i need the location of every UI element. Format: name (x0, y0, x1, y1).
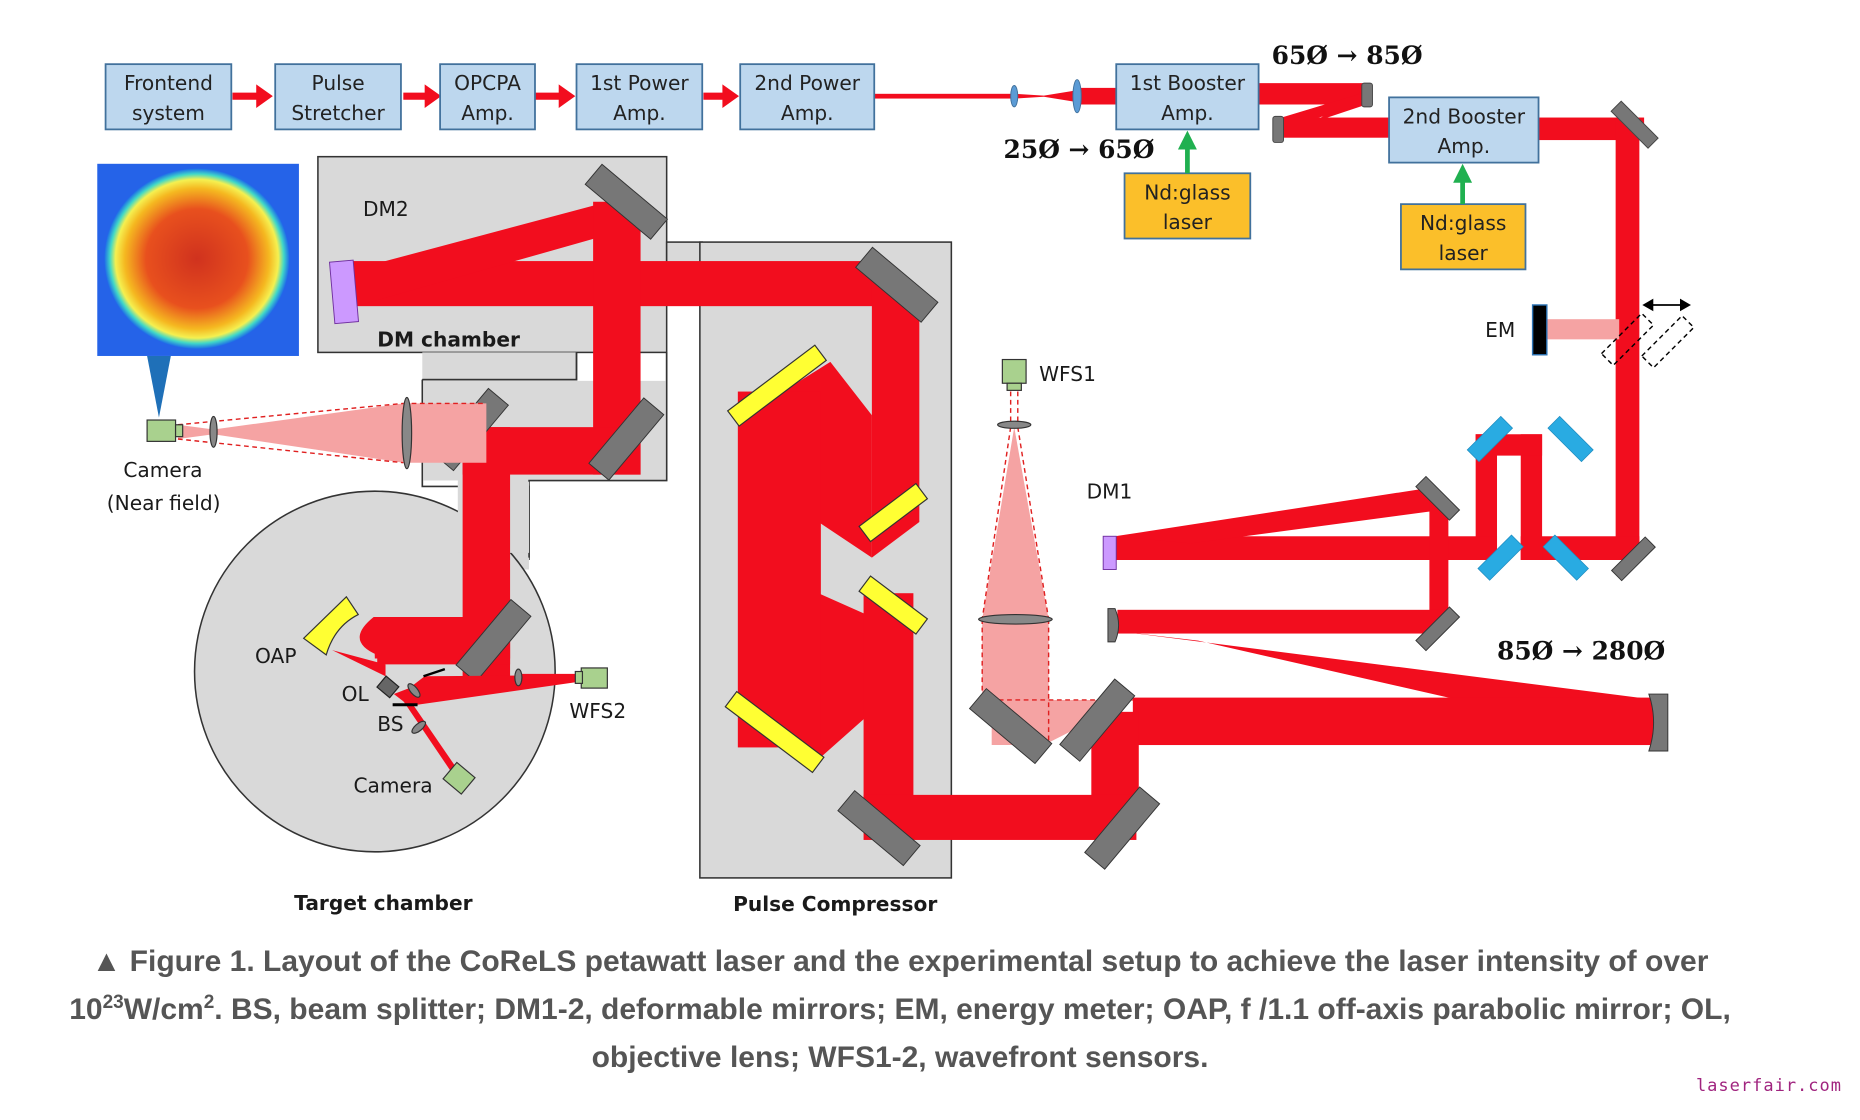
mirror-icon (1610, 100, 1659, 149)
label-bs: BS (377, 712, 403, 736)
lens-icon (1010, 85, 1019, 108)
label-target-chamber: Target chamber (294, 891, 472, 915)
caption-unit: W/cm (123, 993, 204, 1026)
box-label: 2nd Booster (1403, 104, 1526, 128)
compressor-beams (344, 199, 1137, 840)
grating-icon (858, 482, 929, 543)
box-label: Pulse (312, 71, 365, 95)
box-label: Amp. (461, 101, 514, 125)
caption-unit-exponent: 2 (203, 992, 215, 1013)
pump-lasers: Nd:glass laser Nd:glass laser (1123, 172, 1527, 271)
box-label: Amp. (781, 101, 834, 125)
lens-icon (209, 415, 218, 448)
lens-icon (1072, 79, 1082, 114)
booster-mirrors (1272, 82, 1659, 149)
deformable-mirror-dm2-icon (328, 259, 360, 325)
pump-laser-box: Nd:glass laser (1400, 203, 1527, 271)
label-camera-near: Camera (123, 458, 202, 482)
dm1-beams (1091, 434, 1658, 819)
box-label: Amp. (613, 101, 666, 125)
curved-mirror-icon (1272, 115, 1284, 143)
diagram-labels: DM2 DM chamber Camera (Near field) OAP O… (107, 41, 1666, 916)
dm1-mirrors (1102, 475, 1669, 752)
label-wfs1: WFS1 (1039, 362, 1096, 386)
camera-icon (146, 419, 177, 442)
label-near-field: (Near field) (107, 491, 221, 515)
label-dm1: DM1 (1087, 479, 1133, 503)
curved-mirror-icon (1107, 608, 1120, 643)
box-label: laser (1439, 241, 1489, 265)
box-label: 2nd Power (754, 71, 860, 95)
move-arrow-icon (1642, 298, 1691, 312)
box-label: Frontend (124, 71, 213, 95)
amplifier-chain: FrontendsystemPulseStretcherOPCPAAmp.1st… (104, 63, 1540, 164)
beam-expander-lenses (1010, 79, 1082, 114)
lens-icon (411, 720, 427, 734)
caption-prefix: ▲ Figure 1. Layout of the CoReLS petawat… (69, 945, 1709, 1026)
beam-size-65-85: 65Ø → 85Ø (1272, 41, 1423, 70)
box-label: 1st Booster (1130, 71, 1246, 95)
energy-meter-sample (1531, 298, 1695, 369)
near-field-camera-path (146, 396, 487, 470)
figure-caption: ▲ Figure 1. Layout of the CoReLS petawat… (60, 938, 1740, 1082)
caption-suffix: . BS, beam splitter; DM1-2, deformable m… (214, 993, 1731, 1074)
box-label: Stretcher (291, 101, 385, 125)
box-label: laser (1163, 210, 1213, 234)
blue-periscope-mirrors (1466, 415, 1594, 581)
grating-icon (724, 690, 825, 774)
camera-icon (442, 761, 476, 795)
box-frontend: Frontend system (104, 63, 233, 131)
curved-mirror-icon (1361, 82, 1373, 108)
box-opcpa: OPCPA Amp. (439, 63, 536, 131)
label-wfs2: WFS2 (569, 699, 626, 723)
wfs2-sensor-icon (580, 667, 608, 689)
objective-lens-icon (376, 675, 400, 699)
box-label: system (132, 101, 205, 125)
grating-icon (858, 575, 929, 635)
box-label: Nd:glass (1420, 211, 1506, 235)
pump-laser-box: Nd:glass laser (1123, 172, 1252, 240)
box-label: OPCPA (454, 71, 521, 95)
compressor-gratings (724, 344, 929, 774)
booster-beams (1257, 83, 1645, 551)
large-curved-mirror-icon (1648, 693, 1669, 752)
beam-size-85-280: 85Ø → 280Ø (1497, 637, 1665, 666)
energy-meter-icon (1531, 304, 1548, 356)
pump-arrows (1177, 130, 1473, 205)
label-dm-chamber: DM chamber (377, 327, 520, 351)
lens-icon (997, 420, 1032, 429)
label-oap: OAP (255, 644, 296, 668)
box-label: Amp. (1161, 101, 1214, 125)
chain-arrows (232, 84, 740, 109)
wfs1-sensor-icon (1001, 358, 1027, 384)
lens-icon (401, 396, 413, 470)
box-label: 1st Power (590, 71, 689, 95)
label-em: EM (1485, 318, 1515, 342)
label-camera: Camera (353, 774, 432, 798)
beam-size-25-65: 25Ø → 65Ø (1004, 135, 1155, 164)
label-dm2: DM2 (363, 197, 409, 221)
lens-icon (978, 613, 1053, 625)
oap-mirror-icon (302, 595, 360, 656)
lens-icon (514, 668, 523, 687)
wfs1-path (978, 358, 1133, 746)
label-ol: OL (342, 682, 370, 706)
box-label: Nd:glass (1144, 180, 1230, 204)
near-field-image (97, 163, 299, 418)
label-pulse-compressor: Pulse Compressor (733, 892, 937, 916)
grating-icon (726, 344, 828, 427)
deformable-mirror-dm1-icon (1102, 535, 1117, 570)
box-label: Amp. (1437, 134, 1490, 158)
watermark: laserfair.com (1695, 1076, 1842, 1096)
lens-icon (407, 683, 421, 698)
seed-beam (874, 87, 1118, 105)
caption-exponent: 23 (102, 992, 124, 1013)
